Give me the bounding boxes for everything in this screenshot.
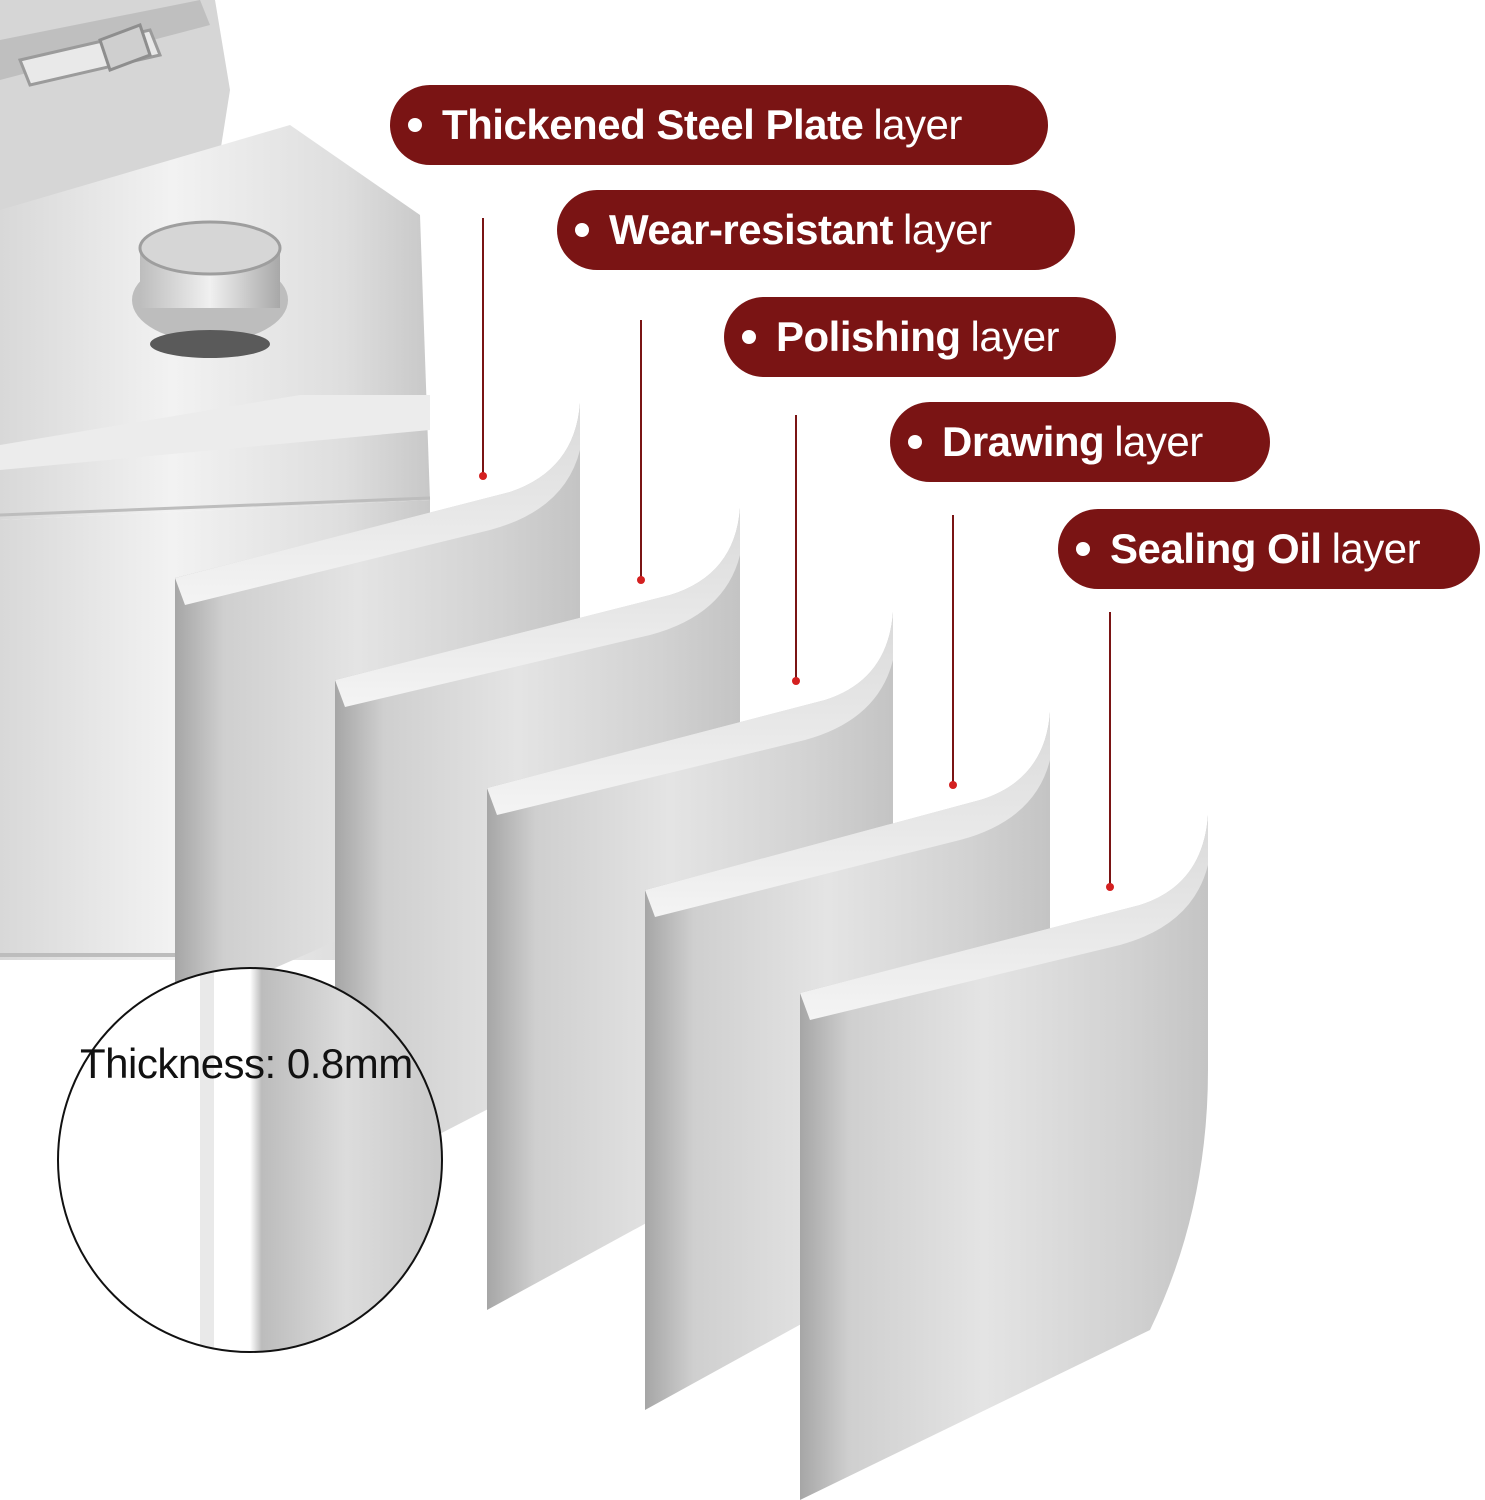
steel-sheets: [175, 403, 1208, 1500]
leader-dot: [637, 576, 645, 584]
can-cap: [132, 220, 288, 358]
label-bold-text: Thickened Steel Plate: [442, 101, 864, 148]
bullet-icon: [908, 435, 922, 449]
label-drawing: Drawing layer: [890, 402, 1270, 482]
leader-lines: [479, 218, 1114, 891]
thickness-caption: Thickness: 0.8mm: [80, 1040, 413, 1087]
label-bold-text: Sealing Oil: [1110, 525, 1322, 572]
label-thickened-steel-plate: Thickened Steel Plate layer: [390, 85, 1048, 165]
label-normal-text: layer: [873, 101, 962, 148]
label-normal-text: layer: [970, 313, 1060, 360]
label-normal-text: layer: [903, 206, 992, 253]
label-bold-text: Wear-resistant: [609, 206, 894, 253]
bullet-icon: [742, 330, 756, 344]
leader-dot: [949, 781, 957, 789]
label-polishing: Polishing layer: [724, 297, 1116, 377]
label-normal-text: layer: [1331, 525, 1421, 572]
leader-dot: [479, 472, 487, 480]
bullet-icon: [575, 223, 589, 237]
leader-dot: [1106, 883, 1114, 891]
bullet-icon: [408, 118, 422, 132]
label-bold-text: Drawing: [942, 418, 1105, 465]
leader-dot: [792, 677, 800, 685]
bullet-icon: [1076, 542, 1090, 556]
label-bold-text: Polishing: [776, 313, 961, 360]
label-normal-text: layer: [1114, 418, 1203, 465]
thickness-magnifier: [57, 967, 443, 1353]
sheet-sealing-oil: [800, 815, 1208, 1500]
label-sealing-oil: Sealing Oil layer: [1058, 509, 1480, 589]
label-wear-resistant: Wear-resistant layer: [557, 190, 1075, 270]
